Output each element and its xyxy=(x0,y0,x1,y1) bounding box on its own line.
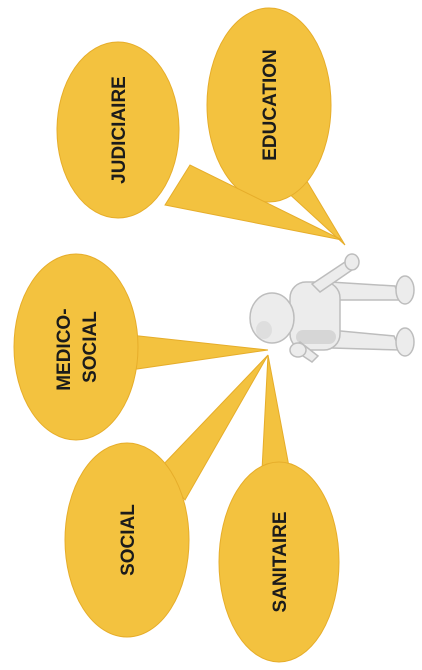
bubble-sanitaire-shape xyxy=(218,461,340,663)
bubble-education: EDUCATION xyxy=(206,7,346,246)
bubble-judiciaire: JUDICIAIRE xyxy=(56,41,343,241)
figure-head xyxy=(249,292,295,344)
bubble-education-shape xyxy=(206,7,332,203)
figure-foot-upper xyxy=(395,275,415,305)
bubble-medico-social-label: MEDICO- SOCIAL xyxy=(54,303,101,391)
figure-head-shade xyxy=(256,321,272,339)
figure-foot-lower xyxy=(395,327,415,357)
bubble-sanitaire: SANITAIRE xyxy=(218,354,340,663)
bubble-social-shape xyxy=(64,442,190,638)
bubble-judiciaire-label: JUDICIAIRE xyxy=(109,76,130,184)
bubble-medico-social-shape xyxy=(13,253,139,441)
bubble-medico-social: MEDICO- SOCIAL xyxy=(13,253,269,441)
bubble-medico-social-tail xyxy=(129,334,269,371)
bubble-sanitaire-tail xyxy=(261,354,291,473)
bubble-education-label: EDUCATION xyxy=(260,49,281,161)
bubble-social-label: SOCIAL xyxy=(118,504,139,576)
bubble-social: SOCIAL xyxy=(64,354,269,638)
bubble-sanitaire-label: SANITAIRE xyxy=(270,512,291,613)
figure-torso-shade xyxy=(296,330,336,344)
figure-hand-lower xyxy=(289,342,307,358)
person-figure-icon xyxy=(249,253,415,363)
bubble-judiciaire-shape xyxy=(56,41,180,219)
figure-hand-raised xyxy=(344,253,360,271)
bubble-judiciaire-tail xyxy=(164,164,343,241)
